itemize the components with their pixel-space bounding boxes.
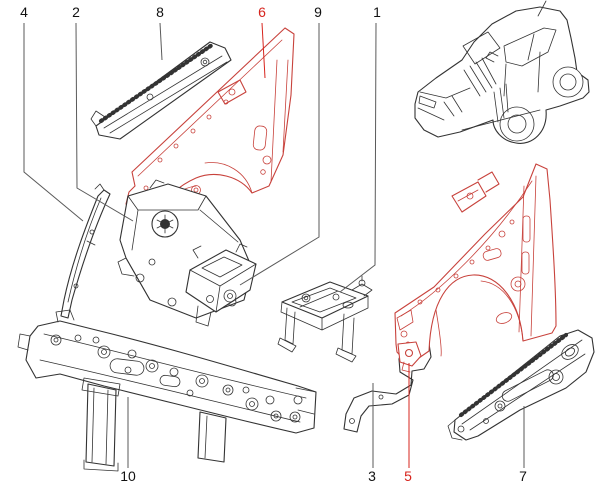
part-9-support-bracket[interactable] [185,243,257,327]
leader-line-9 [239,23,320,286]
part-9-details [192,243,248,327]
leader-line-8 [159,22,163,61]
part-5-pillar-lines [518,175,537,337]
part-7-weld-flange [458,332,569,418]
part-1-bracket-assembly[interactable] [277,275,373,363]
part-5-pillar-slots [521,215,531,275]
part-5-arch-inner [480,280,524,342]
part-7-outline [453,329,595,441]
part-5-lower-clip [397,341,422,373]
part-9-edges [189,263,257,313]
part-10-end-brackets [17,309,317,415]
part-5-inner-slope [400,180,533,317]
part-4-outline [60,189,111,319]
part-2-strut-dome [151,210,179,238]
part-2-flange-lines [125,195,239,301]
part-1-front-lip [280,295,369,331]
part-10-radiator-support[interactable] [17,309,317,472]
car-body-outline [414,6,590,144]
part-6-slot [252,125,268,151]
part-8-inner-line [103,55,228,134]
part-5-outline [394,163,557,362]
part-8-outline [95,41,232,140]
part-8-end-cap [90,110,106,127]
callout-number-4[interactable]: 4 [20,4,28,20]
car-front-detail [417,0,547,123]
callout-number-2[interactable]: 2 [72,4,80,20]
callout-number-5[interactable]: 5 [404,468,412,484]
part-10-outline [25,320,317,434]
callout-number-9[interactable]: 9 [314,4,322,20]
part-7-details [447,344,579,441]
part-1-legs [277,307,357,363]
part-5-front-side-panel-right[interactable] [394,163,557,373]
leader-line-1 [339,22,377,293]
callout-number-8[interactable]: 8 [156,4,164,20]
part-4-details [73,183,105,289]
part-6-pillar-lines [270,59,289,183]
callout-number-1[interactable]: 1 [373,4,381,20]
part-6-front-side-panel-left[interactable] [125,27,295,223]
part-2-dome-bolt [156,214,174,234]
callout-layer: 4 2 8 6 9 1 10 3 5 7 [20,4,527,484]
callout-number-7[interactable]: 7 [519,468,527,484]
callout-number-6[interactable]: 6 [258,4,266,20]
part-4-inner-line [67,197,102,303]
part-7-side-member-rail[interactable] [447,329,595,441]
part-4-side-strip[interactable] [60,183,111,319]
car-wheels [499,66,584,142]
leader-line-4 [23,23,84,222]
car-locator-illustration [414,0,590,144]
callout-number-3[interactable]: 3 [368,468,376,484]
part-9-top-opening [201,256,243,278]
part-1-details [301,275,373,309]
callout-number-10[interactable]: 10 [120,468,136,484]
leader-line-2 [75,22,134,222]
part-8-upper-rail[interactable] [90,41,232,140]
part-10-right-leg [197,411,227,463]
part-1-inner-frame [291,287,357,313]
part-6-bracket [217,79,247,105]
leader-line-6 [261,22,266,79]
car-glass-and-doors [461,27,557,131]
part-6-inner-slope [137,39,283,177]
part-5-hinge-brackets [451,171,500,213]
part-8-holes [146,57,210,101]
part-10-center-leg [83,383,119,472]
part-8-weld-flange [98,42,215,124]
part-9-outline [185,249,257,313]
part-6-arch-inner [204,162,253,194]
part-10-holes [50,334,303,423]
part-10-bead-lines [39,333,307,423]
